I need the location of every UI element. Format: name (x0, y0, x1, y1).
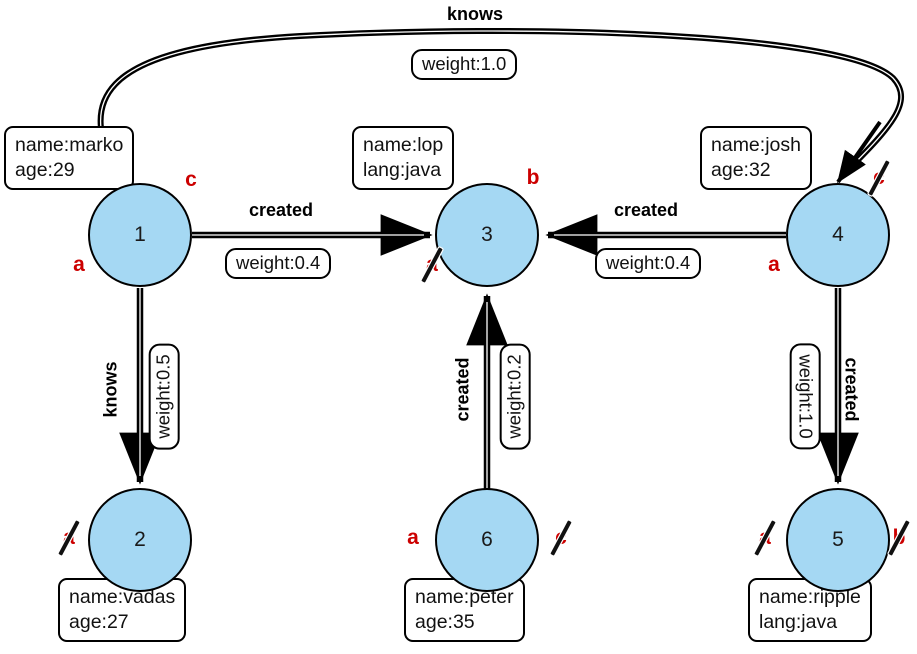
prop-box-node-1: name:marko age:29 (4, 126, 135, 191)
prop-line: age:32 (711, 158, 771, 181)
node-label: 2 (134, 528, 146, 551)
node-3[interactable]: 3 (435, 183, 539, 287)
node-label: 1 (134, 223, 146, 246)
prop-box-node-2: name:vadas age:27 (58, 578, 187, 643)
prop-line: name:josh (711, 134, 801, 156)
node-label: 6 (481, 528, 493, 551)
node-2[interactable]: 2 (88, 488, 192, 592)
node-6[interactable]: 6 (435, 488, 539, 592)
prop-line: age:35 (415, 610, 475, 633)
edge-weight-1-2: weight:0.5 (148, 343, 180, 450)
node-label: 5 (832, 528, 844, 551)
node-label: 4 (832, 223, 844, 246)
edge-1-4-knows-arrow (836, 120, 882, 184)
prop-line: name:marko (15, 134, 124, 156)
edge-weight-1-4: weight:1.0 (411, 49, 518, 80)
node-1[interactable]: 1 (88, 183, 192, 287)
marker-letter: a (73, 253, 85, 276)
node-4[interactable]: 4 (786, 183, 890, 287)
edge-weight-4-5: weight:1.0 (789, 343, 821, 450)
prop-line: name:lop (363, 134, 444, 156)
marker-node-3-b: b (520, 163, 546, 193)
prop-box-node-3: name:lop lang:java (352, 126, 455, 191)
edge-1-4-knows-inner (100, 30, 902, 181)
marker-letter: a (768, 253, 780, 276)
prop-line: lang:java (759, 610, 838, 633)
prop-line: name:vadas (69, 586, 176, 608)
marker-letter: a (407, 526, 419, 549)
edge-label-6-3-created: created (452, 357, 473, 422)
prop-line: age:29 (15, 158, 75, 181)
marker-node-6-c-struck: c (548, 520, 574, 556)
marker-node-2-a-struck: a (56, 520, 82, 556)
edge-weight-6-3: weight:0.2 (499, 343, 531, 450)
edge-label-1-2-knows: knows (100, 361, 121, 418)
edge-label-4-5-created: created (841, 357, 862, 422)
marker-letter: b (526, 166, 540, 189)
marker-letter: c (185, 168, 197, 191)
node-5[interactable]: 5 (786, 488, 890, 592)
prop-box-node-4: name:josh age:32 (700, 126, 812, 191)
marker-node-5-a-struck: a (752, 520, 778, 556)
marker-node-1-c: c (178, 165, 204, 195)
node-label: 3 (481, 223, 493, 246)
marker-node-6-a: a (400, 523, 426, 553)
edge-weight-1-3: weight:0.4 (225, 248, 332, 279)
marker-node-4-c-struck: c (866, 160, 892, 196)
edge-label-1-4-knows: knows (447, 4, 504, 24)
edge-label-1-3-created: created (249, 200, 314, 220)
edge-label-4-3-created: created (614, 200, 679, 220)
marker-node-1-a: a (66, 250, 92, 280)
marker-node-3-a-struck: a (419, 247, 445, 283)
marker-node-5-b-struck: b (886, 520, 912, 556)
prop-line: lang:java (363, 158, 442, 181)
marker-node-4-a: a (761, 250, 787, 280)
prop-line: age:27 (69, 610, 129, 633)
edge-weight-4-3: weight:0.4 (595, 248, 702, 279)
